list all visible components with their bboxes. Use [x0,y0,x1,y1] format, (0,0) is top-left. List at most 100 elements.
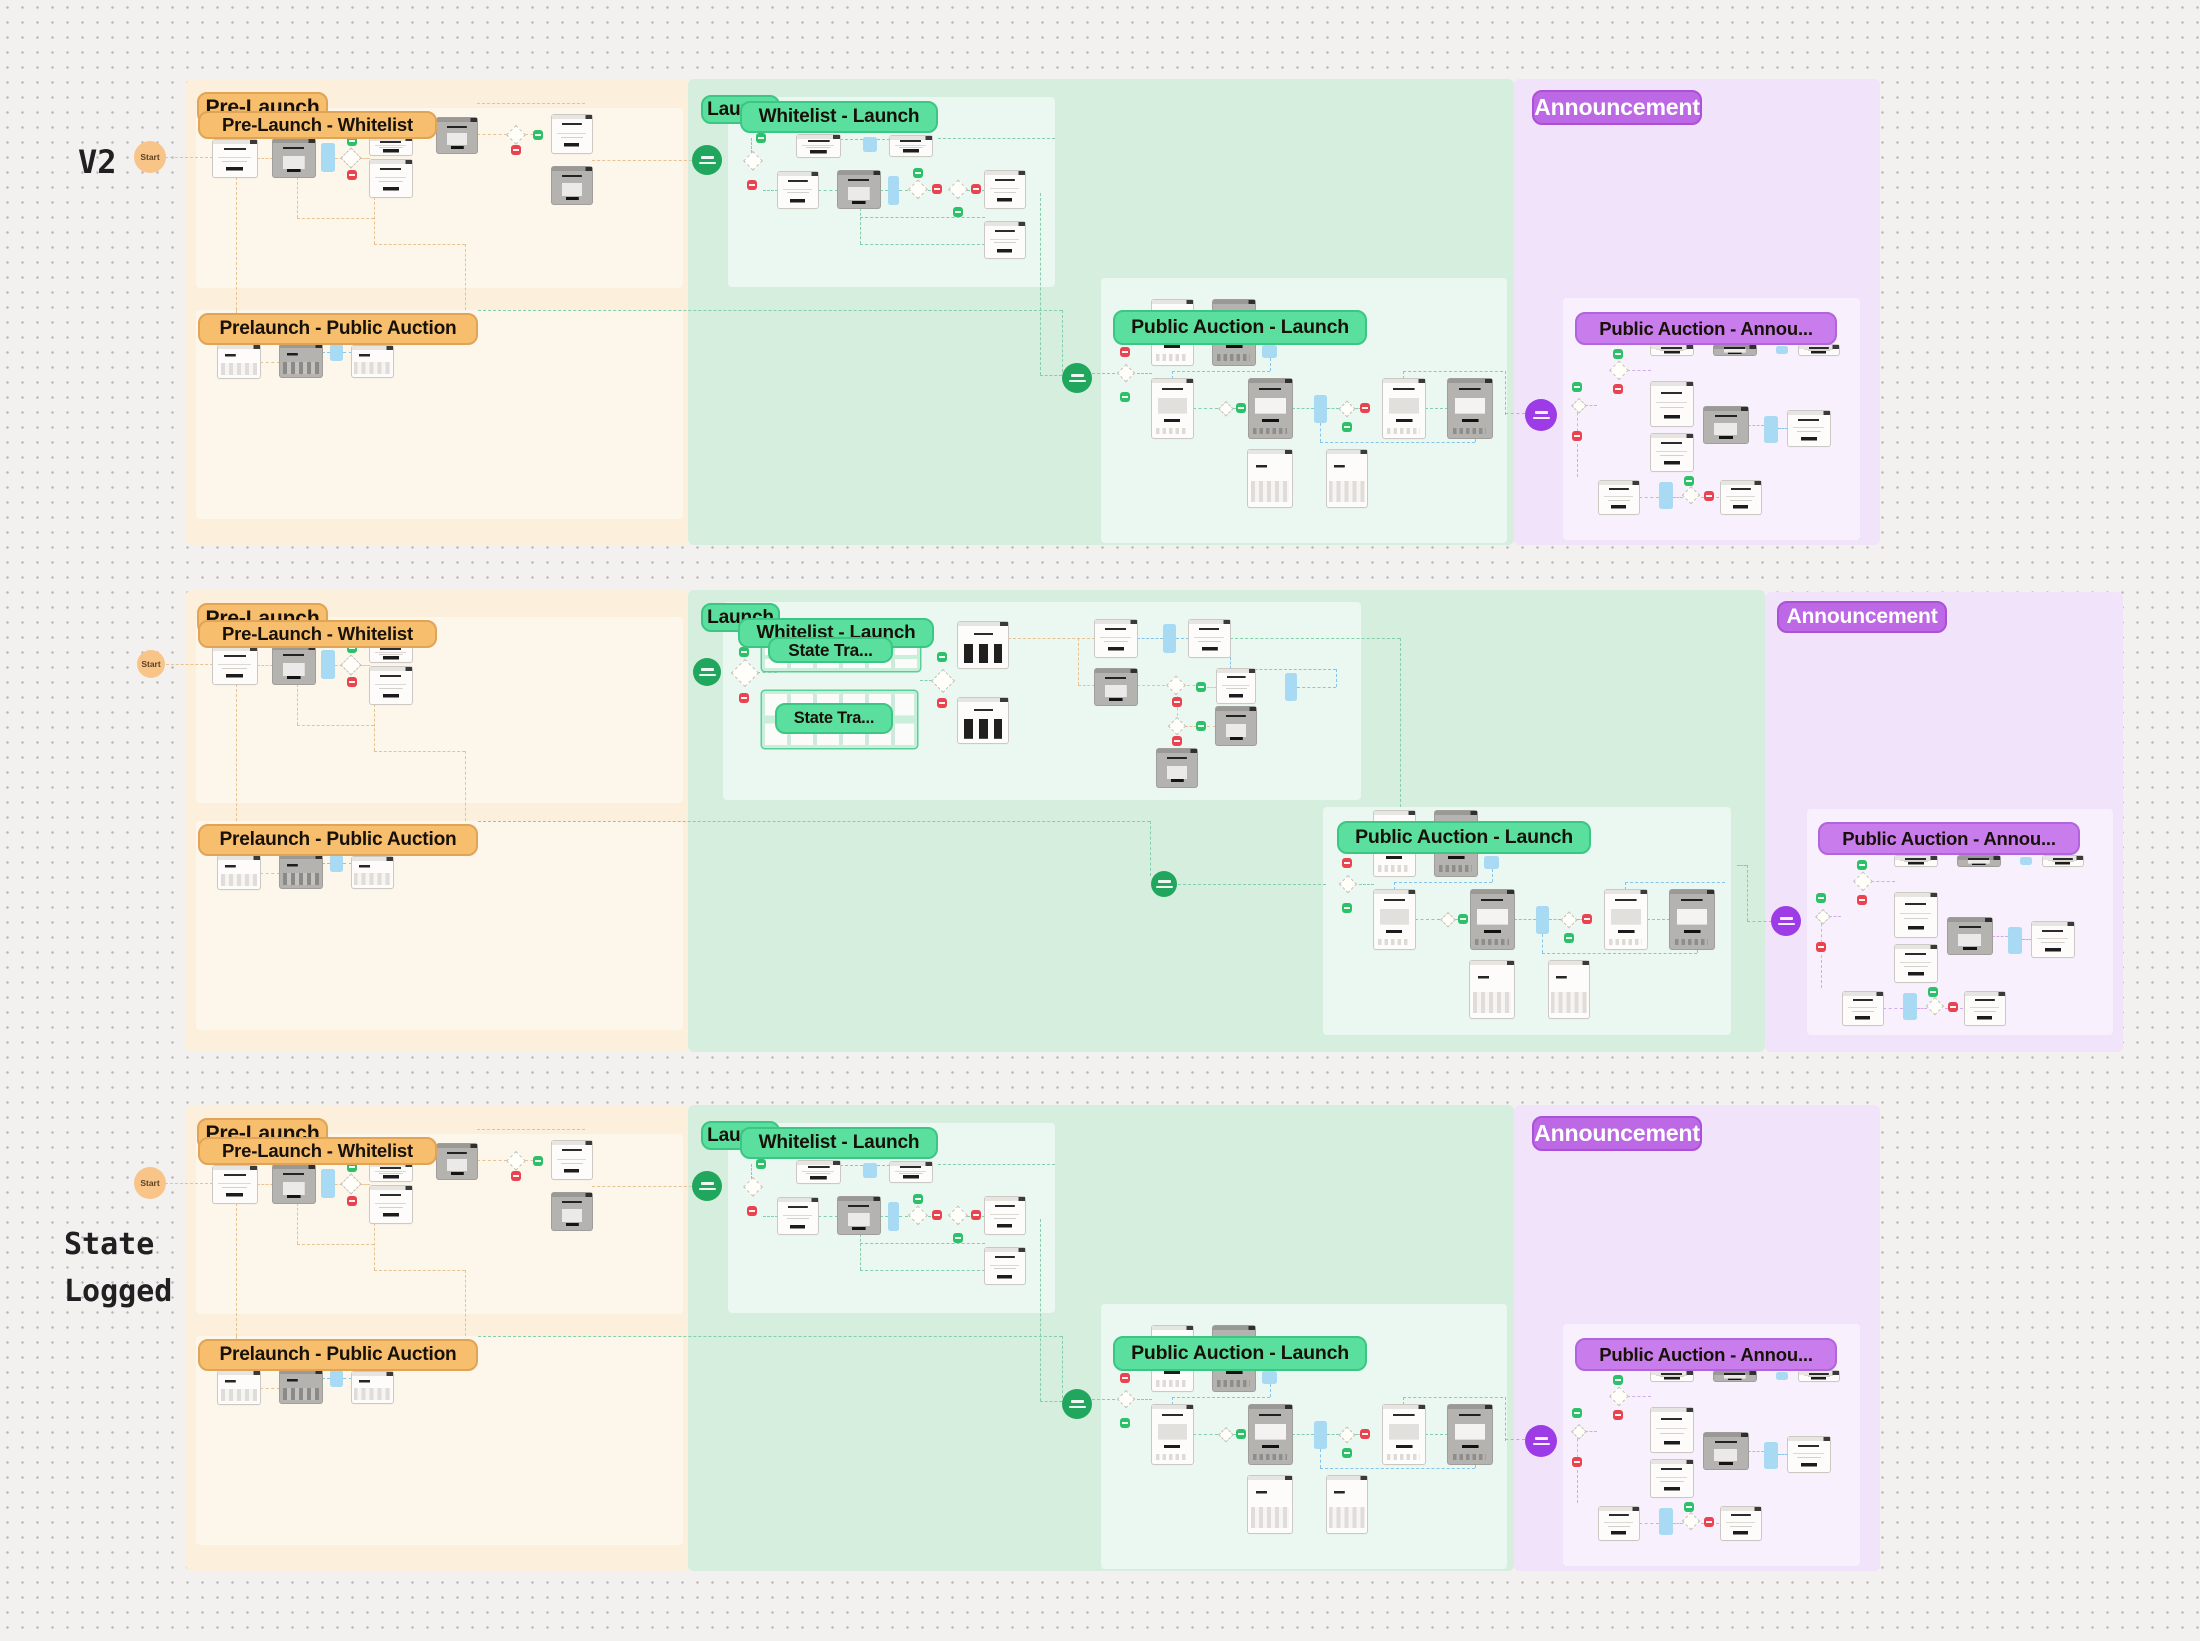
status-dot-red[interactable] [1613,384,1623,394]
node-screen-card[interactable] [1895,856,1937,866]
status-dot-red[interactable] [932,184,942,194]
connector-circle-purple[interactable] [1525,1425,1557,1457]
node-screen-card[interactable] [1374,890,1415,949]
node-screen-card[interactable] [552,115,592,153]
node-screen-card[interactable] [552,1193,592,1230]
frame-pill-whitelist-launch[interactable]: Whitelist - Launch [740,101,938,133]
status-dot-green[interactable] [1236,1429,1246,1439]
status-dot-green[interactable] [913,168,923,178]
node-screen-card[interactable] [370,1163,412,1181]
node-screen-card[interactable] [985,171,1025,208]
status-dot-red[interactable] [511,1171,521,1181]
node-action-rect[interactable] [1659,482,1673,509]
status-dot-red[interactable] [1704,1517,1714,1527]
status-dot-red[interactable] [747,1206,757,1216]
status-dot-red[interactable] [1572,1457,1582,1467]
node-screen-card[interactable] [890,1162,932,1182]
node-screen-card[interactable] [1470,961,1514,1018]
node-decision-diamond[interactable] [505,124,527,145]
node-screen-card[interactable] [778,172,818,208]
frame-pill-prelaunch-public-auction[interactable]: Prelaunch - Public Auction [198,313,478,345]
node-screen-card[interactable] [552,1141,592,1179]
node-screen-card[interactable] [218,1371,260,1404]
node-screen-card[interactable] [1327,1476,1367,1533]
node-action-rect[interactable] [1285,673,1297,701]
start-node[interactable]: Start [137,650,165,678]
frame-pill-pre-launch-whitelist[interactable]: Pre-Launch - Whitelist [198,111,437,139]
row-label[interactable]: V2 [78,138,117,188]
node-screen-card[interactable] [890,136,932,156]
connector-circle-green[interactable] [1062,1389,1092,1419]
node-action-rect[interactable] [1776,346,1788,354]
node-action-rect[interactable] [1903,993,1917,1020]
status-dot-green[interactable] [937,652,947,662]
node-decision-diamond[interactable] [340,147,362,169]
node-decision-diamond[interactable] [742,150,763,171]
node-screen-card[interactable] [1095,669,1137,705]
node-decision-diamond[interactable] [1681,1511,1700,1530]
node-action-rect[interactable] [330,1370,343,1387]
connector-circle-green[interactable] [1151,871,1177,897]
connector-circle-green[interactable] [692,145,722,175]
node-action-rect[interactable] [1314,1421,1327,1449]
node-screen-card[interactable] [1095,620,1137,657]
node-action-rect[interactable] [321,143,335,172]
node-screen-card[interactable] [1948,918,1992,954]
status-dot-green[interactable] [347,1162,357,1172]
node-screen-card[interactable] [1152,379,1193,438]
node-decision-diamond[interactable] [1925,996,1944,1015]
status-dot-green[interactable] [1816,893,1826,903]
status-dot-green[interactable] [1458,914,1468,924]
node-screen-card[interactable] [1216,707,1256,745]
node-action-rect[interactable] [1764,1442,1778,1469]
node-screen-card[interactable] [552,167,592,204]
connector-circle-green[interactable] [692,1171,722,1201]
frame-pill-public-auction-launch[interactable]: Public Auction - Launch [1113,1336,1367,1371]
node-decision-diamond[interactable] [1609,360,1629,380]
node-screen-card[interactable] [1670,890,1714,949]
frame-pill-prelaunch-public-auction[interactable]: Prelaunch - Public Auction [198,824,478,856]
node-screen-card[interactable] [1249,1405,1292,1464]
connector-circle-purple[interactable] [1525,399,1557,431]
status-dot-red[interactable] [347,170,357,180]
frame-pill-public-auction-launch[interactable]: Public Auction - Launch [1113,310,1367,345]
node-screen-card[interactable] [213,647,257,684]
node-action-rect[interactable] [1659,1508,1673,1535]
status-dot-green[interactable] [953,207,963,217]
node-decision-diamond[interactable] [1167,716,1186,735]
node-decision-diamond[interactable] [1439,911,1456,928]
status-dot-green[interactable] [1928,987,1938,997]
node-decision-diamond[interactable] [1115,1389,1137,1408]
node-action-rect[interactable] [863,1163,877,1178]
node-action-rect[interactable] [330,344,343,361]
node-decision-diamond[interactable] [947,1205,968,1225]
node-action-rect[interactable] [1776,1372,1788,1380]
status-dot-red[interactable] [511,145,521,155]
node-screen-card[interactable] [778,1198,818,1234]
frame-pill-public-auction-annou[interactable]: Public Auction - Annou... [1575,1338,1837,1371]
status-dot-green[interactable] [1342,422,1352,432]
status-dot-red[interactable] [1360,403,1370,413]
status-dot-red[interactable] [1572,431,1582,441]
node-screen-card[interactable] [2043,856,2083,866]
status-dot-red[interactable] [1948,1002,1958,1012]
connector-circle-green[interactable] [1062,363,1092,393]
status-dot-green[interactable] [1342,1448,1352,1458]
node-decision-diamond[interactable] [1570,397,1587,414]
node-decision-diamond[interactable] [1853,871,1873,891]
node-screen-card[interactable] [1327,450,1367,507]
node-screen-card[interactable] [1651,434,1693,471]
node-decision-diamond[interactable] [1609,1386,1629,1406]
node-screen-card[interactable] [797,135,840,157]
node-screen-card[interactable] [1249,379,1292,438]
status-dot-red[interactable] [932,1210,942,1220]
status-dot-red[interactable] [1582,914,1592,924]
status-dot-green[interactable] [1613,349,1623,359]
node-screen-card[interactable] [437,118,477,153]
node-screen-card[interactable] [1599,481,1639,514]
status-dot-red[interactable] [1342,858,1352,868]
node-decision-diamond[interactable] [1217,400,1234,417]
node-action-rect[interactable] [1764,416,1778,443]
